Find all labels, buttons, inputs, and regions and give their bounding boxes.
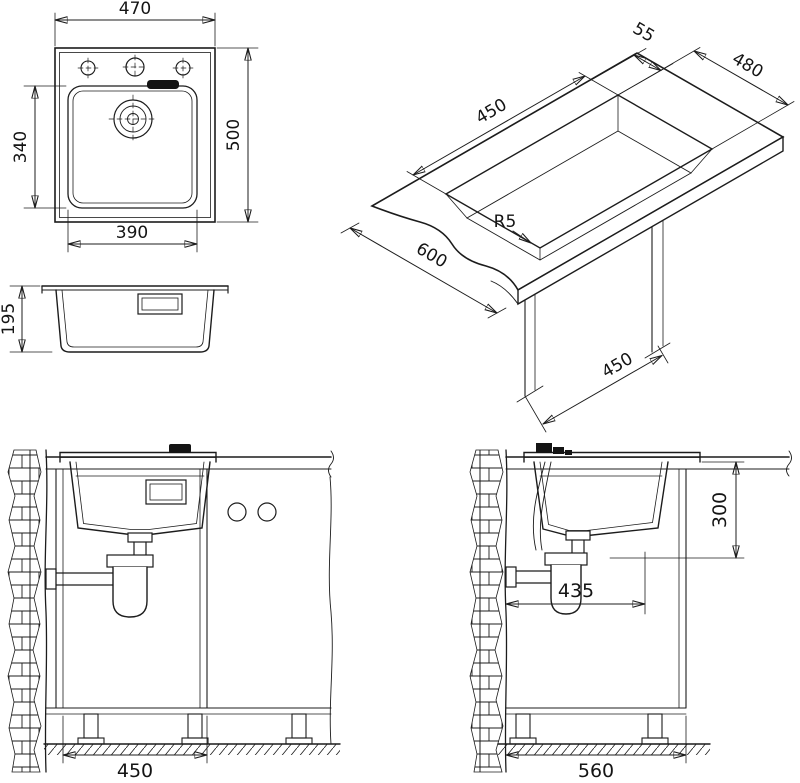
dim-label-195: 195 — [0, 303, 19, 335]
sink-body-inner-line — [61, 289, 209, 348]
tap-hole-center — [122, 54, 148, 80]
waste-wall-flange — [45, 568, 57, 590]
overflow-box — [145, 479, 187, 505]
dim-trap-distance: 435 — [506, 551, 645, 615]
break-line — [328, 476, 333, 745]
dim-worktop-depth: 560 — [506, 715, 686, 782]
bowl-wall-inner — [75, 461, 205, 530]
dim-label-front-450: 450 — [117, 760, 153, 782]
dim-cabinet-width: 450 — [63, 715, 207, 782]
tap-hole-right — [172, 57, 194, 79]
supply-hose — [532, 461, 546, 551]
mounting-hole — [257, 502, 277, 522]
sink-body-outline — [55, 289, 215, 353]
dim-label-r5: R5 — [494, 212, 517, 232]
supply-hose — [539, 461, 552, 551]
trap-nut — [106, 554, 154, 568]
drain-trap — [45, 532, 154, 618]
dim-label-470: 470 — [119, 0, 151, 19]
drain-flange — [127, 532, 153, 543]
worktop-front-face — [517, 135, 784, 306]
front-section-view: 450 — [7, 444, 341, 782]
dim-label-500: 500 — [224, 119, 244, 151]
dim-drain-height: 300 — [609, 462, 745, 558]
bowl-wall-outer — [69, 461, 211, 536]
dim-bowl-depth: 340 — [11, 86, 67, 208]
overflow-box — [137, 293, 183, 315]
wall-face-line — [44, 449, 48, 773]
bowl-wall-outer — [533, 461, 669, 537]
sink-rim-inner-line — [59, 52, 211, 218]
sink-section — [523, 443, 701, 551]
tap-hole-left — [77, 57, 99, 79]
mounting-hole — [227, 502, 247, 522]
dim-label-300: 300 — [709, 492, 731, 528]
dim-iso-cabinet-width: 450 — [524, 345, 669, 433]
dim-label-cutout-450: 450 — [472, 95, 510, 129]
dim-label-390: 390 — [116, 223, 148, 243]
top-view: 470 500 340 390 — [11, 0, 259, 253]
profile-view: 195 — [0, 285, 229, 353]
side-section-view: 300 435 560 — [469, 443, 792, 782]
drain-flange — [565, 530, 591, 541]
bowl-wall-inner — [539, 461, 663, 531]
dim-label-iso-cabinet-450: 450 — [598, 349, 636, 383]
worktop — [45, 450, 334, 478]
wall-face-line — [504, 449, 508, 773]
adjustable-feet — [509, 713, 669, 745]
dim-bowl-width: 390 — [68, 209, 197, 253]
drain-hole — [108, 94, 158, 144]
adjustable-feet — [77, 713, 313, 745]
dim-overall-width: 470 — [55, 0, 215, 47]
dim-label-480: 480 — [728, 49, 766, 83]
bowl-inner-line — [72, 90, 193, 204]
faucet-fitting — [553, 447, 564, 454]
floor-hatch — [498, 744, 710, 755]
brick-wall — [7, 449, 42, 773]
waste-wall-flange — [505, 566, 517, 588]
dim-label-55: 55 — [629, 19, 658, 47]
dim-overall-depth: 500 — [216, 48, 259, 222]
mounting-clip — [565, 450, 572, 455]
floor-hatch — [44, 744, 340, 755]
dim-label-435: 435 — [558, 580, 594, 602]
dim-label-340: 340 — [11, 131, 31, 163]
bowl-outline — [67, 85, 198, 209]
dim-sink-height: 195 — [0, 286, 53, 352]
trap-nut — [544, 552, 588, 566]
overflow-slot — [147, 80, 179, 89]
iso-view: 450 55 480 R5 600 450 — [340, 19, 795, 433]
sink-outer-outline — [54, 47, 216, 223]
cabinet — [505, 468, 687, 715]
worktop — [505, 450, 792, 477]
cabinet — [45, 468, 332, 715]
dim-corner-radius: R5 — [494, 212, 531, 243]
trap-body — [112, 566, 148, 618]
sink-section — [59, 444, 217, 536]
tap-hole-cap — [169, 444, 191, 453]
dim-label-560: 560 — [578, 760, 614, 782]
faucet-body — [536, 443, 552, 453]
brick-wall — [469, 449, 504, 773]
